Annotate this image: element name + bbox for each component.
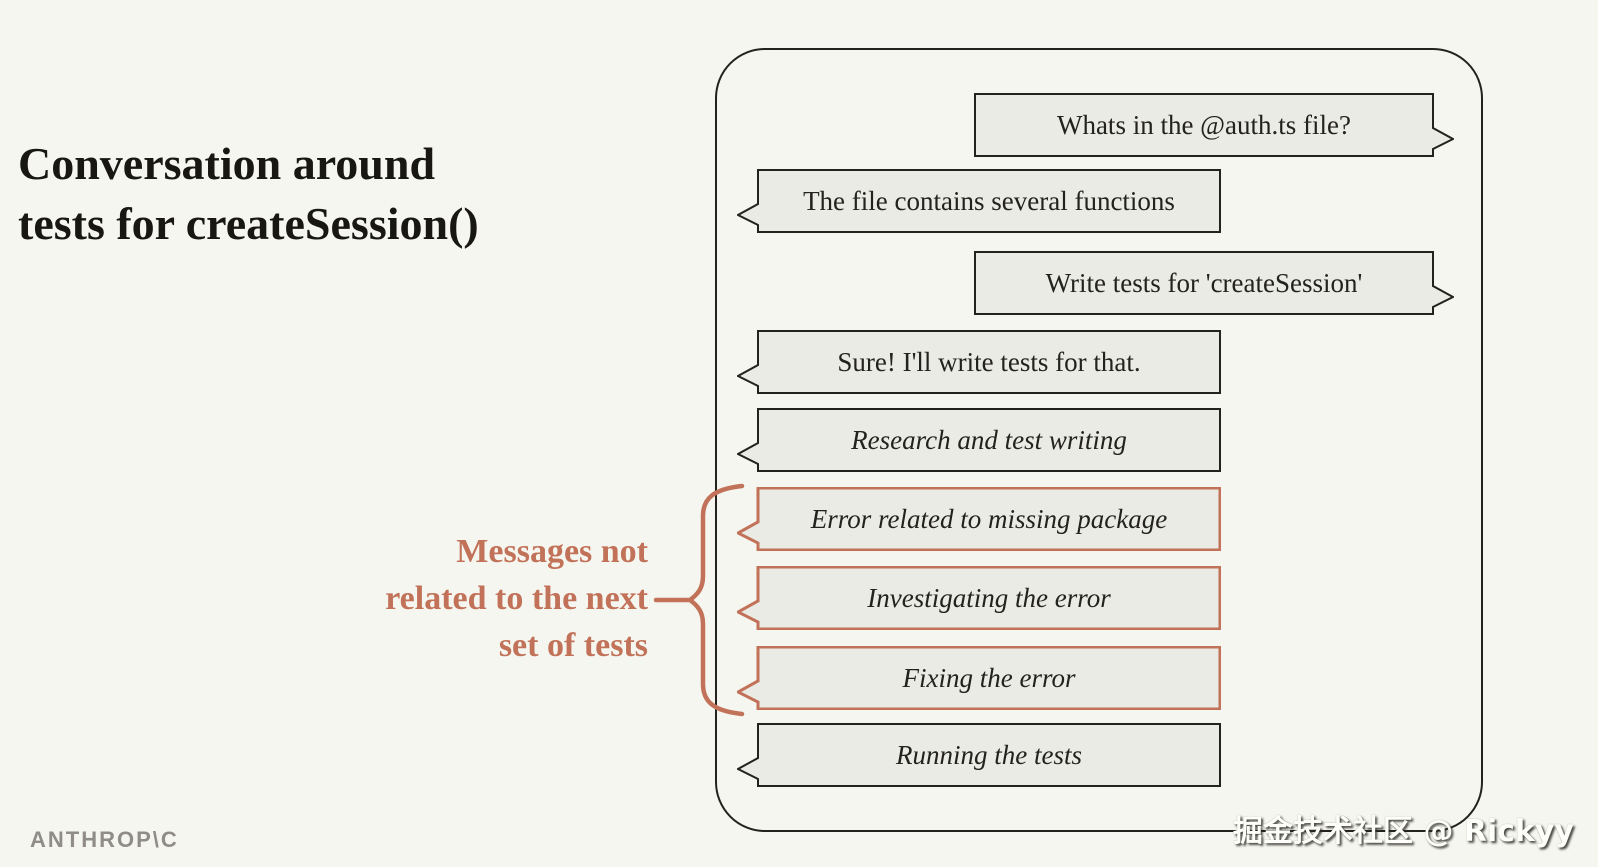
message-text: Whats in the @auth.ts file? — [1056, 109, 1352, 140]
message-bubble-assistant-highlighted: Fixing the error — [737, 646, 1221, 710]
curly-brace-icon — [653, 483, 745, 717]
message-bubble-assistant-highlighted: Error related to missing package — [737, 487, 1221, 551]
message-bubble-user: Whats in the @auth.ts file? — [974, 93, 1454, 157]
message-bubble-assistant: Running the tests — [737, 723, 1221, 787]
message-text: Write tests for 'createSession' — [1045, 267, 1363, 298]
bubble-shape — [737, 566, 1221, 630]
bubble-shape — [737, 487, 1221, 551]
message-bubble-user: Write tests for 'createSession' — [974, 251, 1454, 315]
message-bubble-assistant: Research and test writing — [737, 408, 1221, 472]
conversation-panel — [715, 48, 1483, 832]
message-text: The file contains several functions — [803, 185, 1175, 216]
message-bubble-assistant: Sure! I'll write tests for that. — [737, 330, 1221, 394]
message-text: Investigating the error — [867, 582, 1111, 613]
message-text: Error related to missing package — [810, 503, 1168, 534]
message-text: Sure! I'll write tests for that. — [837, 346, 1141, 377]
watermark: 掘金技术社区 @ Rickyy — [1232, 814, 1574, 849]
message-bubble-assistant: The file contains several functions — [737, 169, 1221, 233]
bubble-shape — [737, 646, 1221, 710]
message-bubble-assistant-highlighted: Investigating the error — [737, 566, 1221, 630]
page-title: Conversation around tests for createSess… — [18, 138, 479, 249]
bubble-shape — [737, 723, 1221, 787]
message-text: Running the tests — [896, 739, 1082, 770]
anthropic-logo: ANTHROP\C — [30, 827, 179, 852]
bubble-shape — [737, 169, 1221, 233]
bubble-shape — [974, 93, 1454, 157]
bubble-shape — [974, 251, 1454, 315]
message-text: Research and test writing — [851, 424, 1127, 455]
message-text: Fixing the error — [902, 662, 1076, 693]
annotation-label: Messages not related to the next set of … — [385, 533, 648, 664]
bubble-shape — [737, 330, 1221, 394]
bubble-shape — [737, 408, 1221, 472]
